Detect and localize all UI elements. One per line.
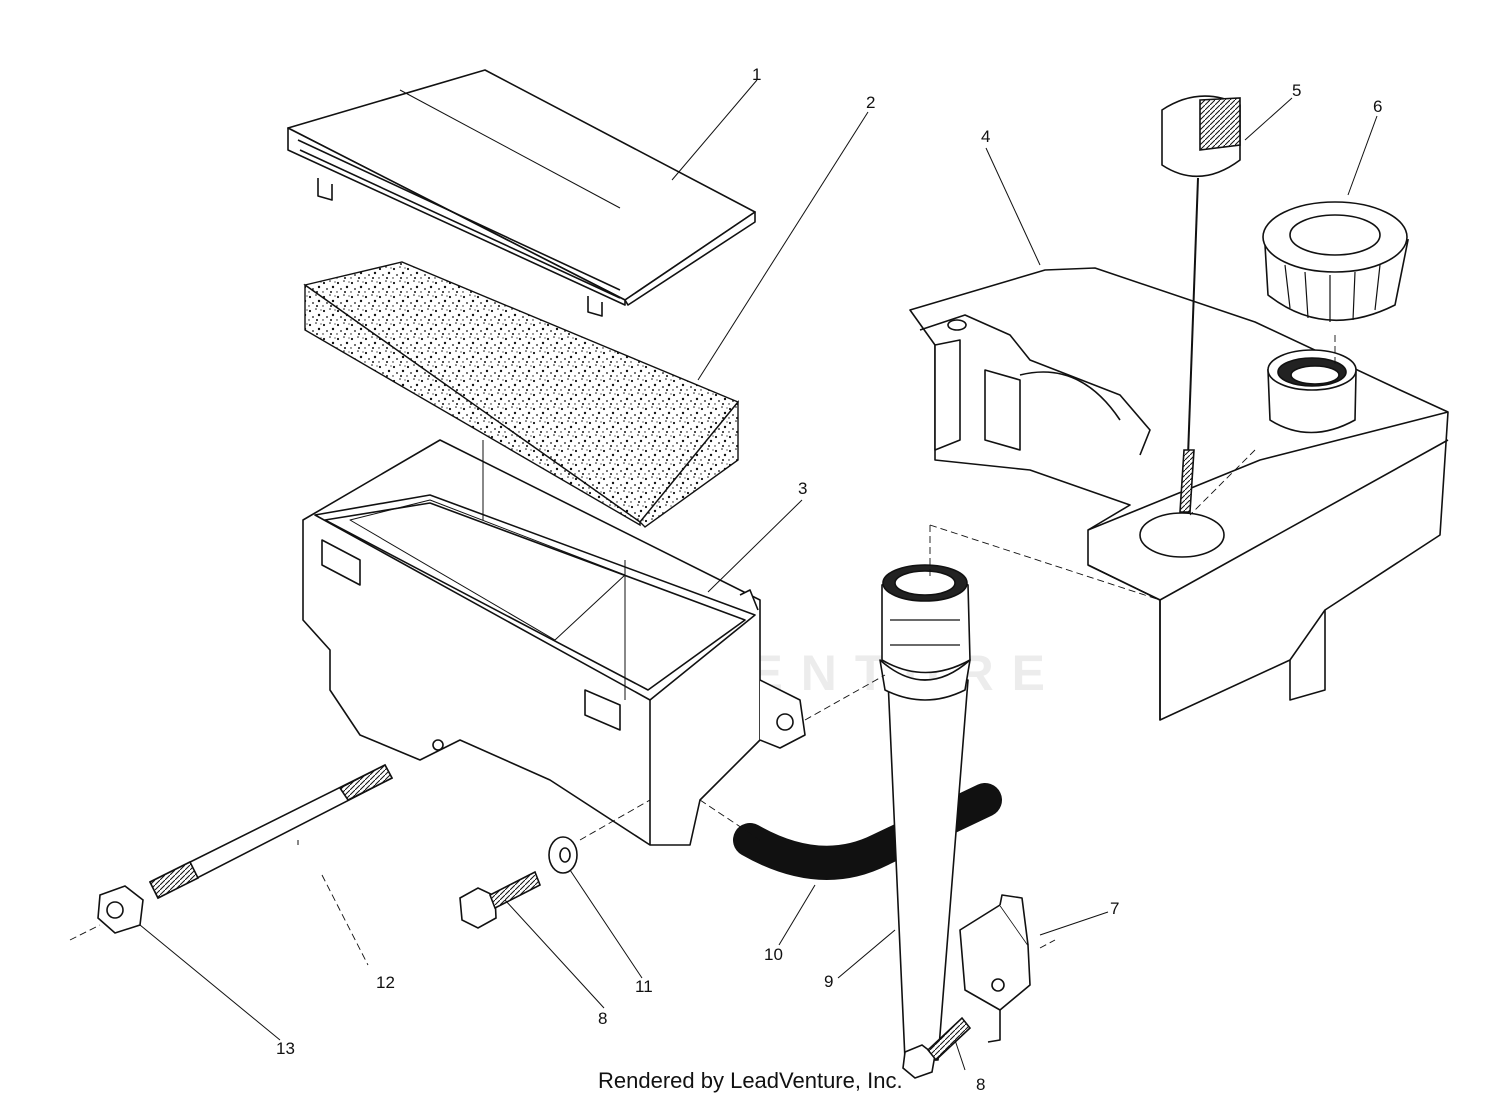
callout-8-right: 8	[976, 1075, 985, 1094]
callout-10: 10	[764, 945, 783, 964]
callout-1: 1	[752, 65, 761, 84]
part-bolt-right	[902, 1016, 972, 1079]
callout-8-left: 8	[598, 1009, 607, 1028]
callout-3: 3	[798, 479, 807, 498]
part-fuel-cap	[1262, 201, 1409, 322]
callout-5: 5	[1292, 81, 1301, 100]
callout-4: 4	[981, 127, 990, 146]
part-air-cleaner-base	[302, 439, 806, 846]
part-stud	[148, 763, 394, 900]
leader-lines	[139, 79, 1378, 1071]
callout-9: 9	[824, 972, 833, 991]
part-bolt-left	[459, 870, 542, 929]
part-tank-neck	[1267, 349, 1357, 434]
callout-11: 11	[635, 977, 653, 996]
part-foam-filter	[303, 261, 740, 528]
part-air-cleaner-cover	[287, 69, 756, 317]
callouts: 1 2 3 4 5 6 7 8 8 9 10 11 12 13	[276, 65, 1382, 1094]
callout-6: 6	[1373, 97, 1382, 116]
footer-credit: Rendered by LeadVenture, Inc.	[598, 1068, 903, 1093]
callout-13: 13	[276, 1039, 295, 1058]
part-filler-tube	[879, 564, 971, 1061]
part-dipstick	[1161, 95, 1241, 513]
part-flange-nut	[97, 885, 144, 934]
callout-2: 2	[866, 93, 875, 112]
part-bracket	[959, 894, 1031, 1043]
callout-12: 12	[376, 973, 395, 992]
part-washer	[548, 836, 578, 874]
alignment-lines	[69, 335, 1336, 966]
part-hose	[733, 783, 1002, 880]
callout-7: 7	[1110, 899, 1119, 918]
